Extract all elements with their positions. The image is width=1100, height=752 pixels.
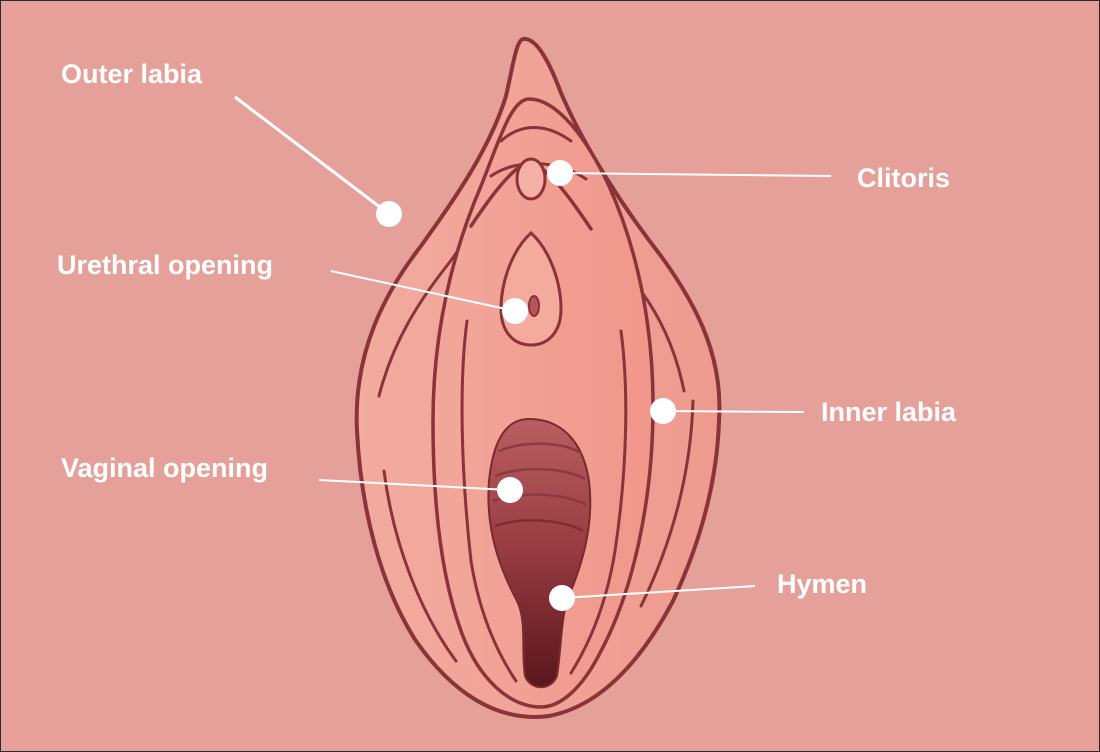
marker-inner-labia: [650, 398, 676, 424]
label-vaginal-opening: Vaginal opening: [61, 453, 269, 483]
label-inner-labia: Inner labia: [821, 397, 957, 427]
urethral-opening-shape: [528, 295, 540, 317]
leader-inner-labia: [662, 410, 805, 413]
leader-urethral-opening: [330, 270, 516, 312]
leader-outer-labia: [234, 95, 390, 216]
leader-hymen: [561, 585, 756, 599]
marker-hymen: [549, 585, 575, 611]
label-hymen: Hymen: [777, 569, 868, 599]
marker-outer-labia: [376, 201, 402, 227]
leader-vaginal-opening: [318, 479, 511, 491]
inner-labia-shape: [431, 97, 655, 709]
label-urethral-opening: Urethral opening: [57, 250, 274, 280]
marker-clitoris: [547, 160, 573, 186]
label-clitoris: Clitoris: [857, 163, 951, 193]
marker-urethral-opening: [502, 298, 528, 324]
marker-vaginal-opening: [497, 477, 523, 503]
clitoris-shape: [515, 157, 547, 201]
leader-clitoris: [559, 172, 832, 177]
label-outer-labia: Outer labia: [61, 59, 203, 89]
